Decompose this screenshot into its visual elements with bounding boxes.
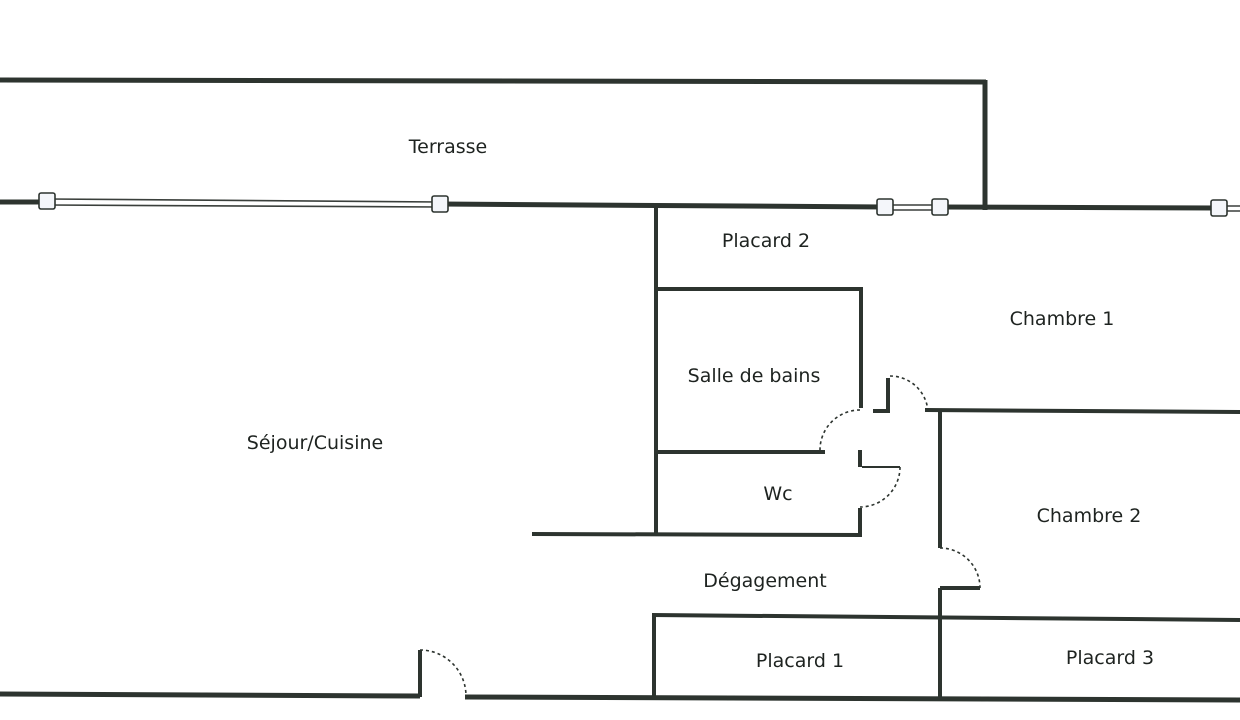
door-wc [859, 466, 901, 508]
label-degagement: Dégagement [703, 570, 826, 592]
window-posts [38, 192, 1228, 217]
window-post [931, 198, 949, 216]
window-post [1210, 199, 1228, 217]
facade-wall [0, 198, 1240, 212]
door-corridor-chambre1 [889, 375, 929, 413]
label-chambre-1: Chambre 1 [1010, 308, 1115, 330]
label-placard-1: Placard 1 [756, 650, 844, 672]
window-post [38, 192, 56, 210]
room-labels: Terrasse Placard 2 Chambre 1 Salle de ba… [247, 136, 1154, 672]
label-terrasse: Terrasse [408, 136, 488, 158]
label-chambre-2: Chambre 2 [1037, 505, 1142, 527]
label-wc: Wc [763, 483, 792, 505]
label-salle-de-bains: Salle de bains [688, 365, 821, 387]
door-entrance [419, 649, 467, 697]
label-sejour-cuisine: Séjour/Cuisine [247, 432, 383, 454]
label-placard-3: Placard 3 [1066, 647, 1154, 669]
door-chambre2 [939, 547, 981, 589]
door-bathroom [819, 409, 861, 451]
window-post [431, 195, 449, 213]
interior-walls [0, 205, 1240, 703]
window-post [876, 198, 894, 216]
label-placard-2: Placard 2 [722, 230, 810, 252]
terrace-walls [0, 77, 988, 210]
doors [419, 375, 981, 697]
